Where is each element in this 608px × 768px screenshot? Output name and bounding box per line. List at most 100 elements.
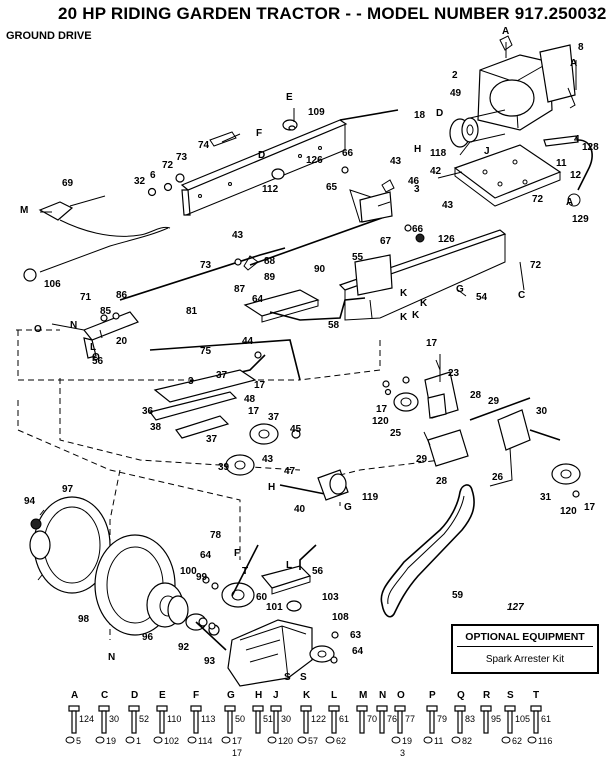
callout: 72 — [530, 260, 542, 271]
optional-equipment-number: 127 — [507, 602, 524, 613]
callout-letter-c: C — [518, 290, 525, 301]
routing-line — [59, 378, 301, 471]
callout: 44 — [242, 336, 254, 347]
hardware-key-part: 1 — [136, 736, 141, 746]
callout: 3 — [414, 184, 420, 195]
callout: 93 — [204, 656, 216, 667]
diagram-title: 20 HP RIDING GARDEN TRACTOR - - MODEL NU… — [58, 4, 607, 23]
callout: 40 — [294, 504, 306, 515]
hardware-key-letter: C — [101, 690, 108, 701]
hardware-key-part: 17 — [232, 748, 242, 758]
callout: 90 — [314, 264, 326, 275]
washer-icon — [451, 736, 461, 744]
bolt-head-icon — [480, 705, 492, 712]
callout: 92 — [178, 642, 190, 653]
callout: 72 — [532, 194, 544, 205]
callout: 118 — [430, 148, 447, 159]
callout: 64 — [200, 550, 212, 561]
hardware-key-item: M70 — [356, 690, 377, 734]
callout-letter-o2: O — [92, 352, 100, 363]
hardware-key-part: 3 — [400, 748, 405, 758]
bolt-head-icon — [328, 705, 340, 712]
hardware-key-letter: R — [483, 690, 491, 701]
hardware-key-letter: J — [273, 690, 279, 701]
frame-rail-left — [180, 119, 348, 216]
callout: 45 — [290, 424, 302, 435]
callout-letter-f2: F — [234, 548, 240, 559]
callout-letter-j: J — [484, 146, 490, 157]
rear-wheel-left — [29, 496, 111, 594]
callout-letter-n: N — [70, 320, 77, 331]
bolt-head-icon — [98, 705, 110, 712]
hardware-key-part: 113 — [201, 714, 215, 724]
callout: 97 — [62, 484, 74, 495]
bolt-head-icon — [356, 705, 368, 712]
callout: 98 — [78, 614, 90, 625]
hardware-key-part: 102 — [164, 736, 179, 746]
linkage-rod — [119, 247, 286, 301]
callout: 69 — [62, 178, 74, 189]
callout-letter-a: A — [502, 26, 509, 37]
bolt-shank-icon — [303, 710, 309, 734]
bolt-shank-icon — [71, 710, 77, 734]
bolt-shank-icon — [397, 710, 403, 734]
callout: 71 — [80, 292, 92, 303]
callout: 101 — [266, 602, 283, 613]
hardware-key-part: 61 — [541, 714, 551, 724]
hardware-key-part: 17 — [232, 736, 242, 746]
callout: 37 — [268, 412, 280, 423]
callout: 100 — [180, 566, 197, 577]
callout: 59 — [452, 590, 464, 601]
leader-lines — [40, 42, 577, 506]
callout-letter-a2: A — [570, 58, 577, 69]
bolt-head-icon — [530, 705, 542, 712]
bolt-head-icon — [270, 705, 282, 712]
callout: 119 — [362, 492, 379, 503]
washer-icon — [65, 736, 75, 744]
callout: 3 — [188, 376, 194, 387]
hardware-key: A1245C3019D521E110102F113114G5017H51J301… — [65, 690, 552, 758]
callout: 128 — [582, 142, 599, 153]
bolt-head-icon — [156, 705, 168, 712]
bolt-head-icon — [190, 705, 202, 712]
bolt-shank-icon — [159, 710, 165, 734]
hardware-key-part: 77 — [405, 714, 415, 724]
callout: 54 — [476, 292, 488, 303]
hardware-key-letter: L — [331, 690, 337, 701]
hardware-key-part: 52 — [139, 714, 149, 724]
bolt-shank-icon — [193, 710, 199, 734]
callout-letter-h: H — [414, 144, 421, 155]
callout: 43 — [232, 230, 244, 241]
callout-letter-k4: K — [412, 310, 420, 321]
hardware-key-part: 79 — [437, 714, 447, 724]
callout: 43 — [442, 200, 454, 211]
hardware-key-part: 30 — [281, 714, 291, 724]
hardware-key-part: 62 — [336, 736, 346, 746]
hardware-key-letter: F — [193, 690, 199, 701]
hardware-key-part: 62 — [512, 736, 522, 746]
callout: 20 — [116, 336, 128, 347]
washer-icon — [423, 736, 433, 744]
bolt-head-icon — [128, 705, 140, 712]
hardware-key-part: 105 — [515, 714, 530, 724]
bolt-shank-icon — [533, 710, 539, 734]
callout: 74 — [198, 140, 210, 151]
callout: 17 — [248, 406, 260, 417]
divider — [457, 646, 593, 647]
callout: 31 — [540, 492, 552, 503]
bolt-head-icon — [300, 705, 312, 712]
callout-letter-l: L — [90, 342, 96, 353]
hardware-key-letter: S — [507, 690, 514, 701]
callout: 32 — [134, 176, 146, 187]
callout-letter-o: O — [34, 324, 42, 335]
hardware-key-part: 110 — [167, 714, 181, 724]
callout: 25 — [390, 428, 402, 439]
hardware-key-letter: D — [131, 690, 138, 701]
callout: 58 — [328, 320, 340, 331]
control-lever-assembly — [83, 311, 139, 359]
callout: 28 — [470, 390, 482, 401]
callout-letter-d: D — [258, 150, 265, 161]
callout: 8 — [578, 42, 584, 53]
